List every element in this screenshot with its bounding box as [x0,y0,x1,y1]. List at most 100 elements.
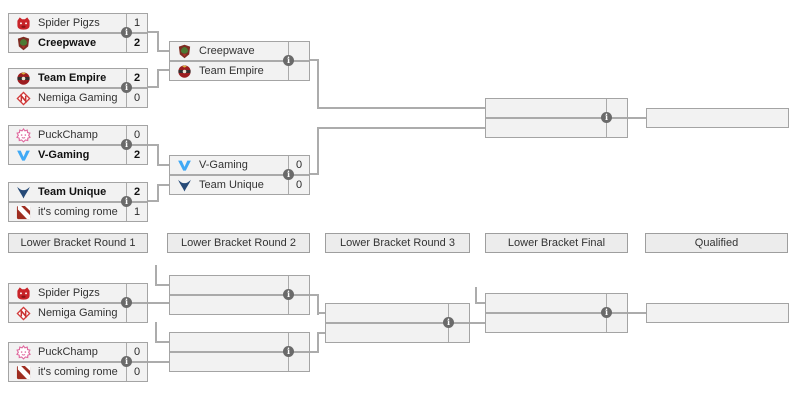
team-row: Team Unique 0 [170,174,309,194]
team-name: V-Gaming [199,159,248,171]
info-icon[interactable]: i [121,139,132,150]
connector-line [157,144,159,166]
connector-line [470,322,485,324]
connector-line [310,59,319,61]
team-name [199,353,288,371]
info-icon[interactable]: i [283,169,294,180]
connector-line [628,117,646,119]
team-score: 0 [288,156,309,174]
spider-pigzs-logo-icon [16,16,31,31]
dota-logo-icon [16,365,31,380]
team-score: 1 [126,203,147,221]
info-icon[interactable]: i [601,112,612,123]
connector-line [155,341,171,343]
team-row [486,117,627,137]
team-name [515,99,606,117]
team-score [448,324,469,342]
connector-line [317,333,319,353]
team-row: Team Empire 2 [9,69,147,87]
team-score [606,119,627,137]
header-qualified: Qualified [645,233,788,253]
connector-line [157,184,170,186]
team-logo-cell [486,99,515,117]
team-score [288,62,309,80]
connector-line [310,351,319,353]
team-row [170,351,309,371]
connector-line [148,200,158,202]
team-name: Team Unique [38,186,107,198]
qualified-slot-top [646,108,789,128]
team-name: PuckChamp [38,129,98,141]
nemiga-logo-icon [16,91,31,106]
dota-logo-icon [16,205,31,220]
team-row: PuckChamp 0 [9,126,147,144]
match-top-lb-final: i [485,98,628,138]
creepwave-logo-icon [177,44,192,59]
team-logo-cell [326,304,355,322]
team-score: 2 [126,183,147,201]
team-name [199,276,288,294]
team-row: Nemiga Gaming [9,302,147,322]
connector-line [317,312,325,314]
info-icon[interactable]: i [121,82,132,93]
team-logo-cell [170,333,199,351]
connector-line [148,144,158,146]
match-bottom-r2-m2: i [169,332,310,372]
info-icon[interactable]: i [283,346,294,357]
connector-line [155,284,171,286]
match-bottom-r3: i [325,303,470,343]
match-top-r1-m3: PuckChamp 0 V-Gaming 2 i [8,125,148,165]
team-row [326,304,469,322]
team-score: 0 [126,363,147,381]
spider-pigzs-logo-icon [16,286,31,301]
info-icon[interactable]: i [121,27,132,38]
info-icon[interactable]: i [443,317,454,328]
team-name: Nemiga Gaming [38,92,118,104]
header-lower-bracket-round-1: Lower Bracket Round 1 [8,233,148,253]
team-row: it's coming rome 0 [9,361,147,381]
team-name [199,296,288,314]
connector-line [155,265,157,286]
team-name: Creepwave [38,37,97,49]
connector-line [628,312,646,314]
team-score: 0 [126,126,147,144]
info-icon[interactable]: i [121,356,132,367]
match-bottom-r1-m2: PuckChamp 0 it's coming rome 0 i [8,342,148,382]
connector-line [148,86,158,88]
team-name: Team Empire [199,65,264,77]
match-bottom-r1-m1: Spider Pigzs Nemiga Gaming i [8,283,148,323]
team-score [606,99,627,117]
team-logo-cell [9,304,38,322]
team-name: Spider Pigzs [38,287,100,299]
team-score [288,276,309,294]
team-name: Spider Pigzs [38,17,100,29]
team-score: 1 [126,14,147,32]
team-score: 0 [126,343,147,361]
info-icon[interactable]: i [601,307,612,318]
info-icon[interactable]: i [121,297,132,308]
connector-line [157,31,159,52]
connector-line [157,69,170,71]
info-icon[interactable]: i [283,289,294,300]
team-empire-logo-icon [177,64,192,79]
v-gaming-logo-icon [177,158,192,173]
team-logo-cell [9,34,38,52]
connector-line [157,164,170,166]
puckchamp-logo-icon [16,345,31,360]
match-top-r1-m4: Team Unique 2 it's coming rome 1 i [8,182,148,222]
team-score [126,284,147,302]
header-lower-bracket-final: Lower Bracket Final [485,233,628,253]
team-name [355,304,448,322]
info-icon[interactable]: i [121,196,132,207]
connector-line [317,59,319,109]
info-icon[interactable]: i [283,55,294,66]
team-name: it's coming rome [38,206,118,218]
team-row: Spider Pigzs 1 [9,14,147,32]
team-row [326,322,469,342]
team-logo-cell [170,353,199,371]
team-score: 2 [126,146,147,164]
connector-line [157,50,170,52]
team-logo-cell [9,203,38,221]
team-name: PuckChamp [38,346,98,358]
team-row [170,276,309,294]
